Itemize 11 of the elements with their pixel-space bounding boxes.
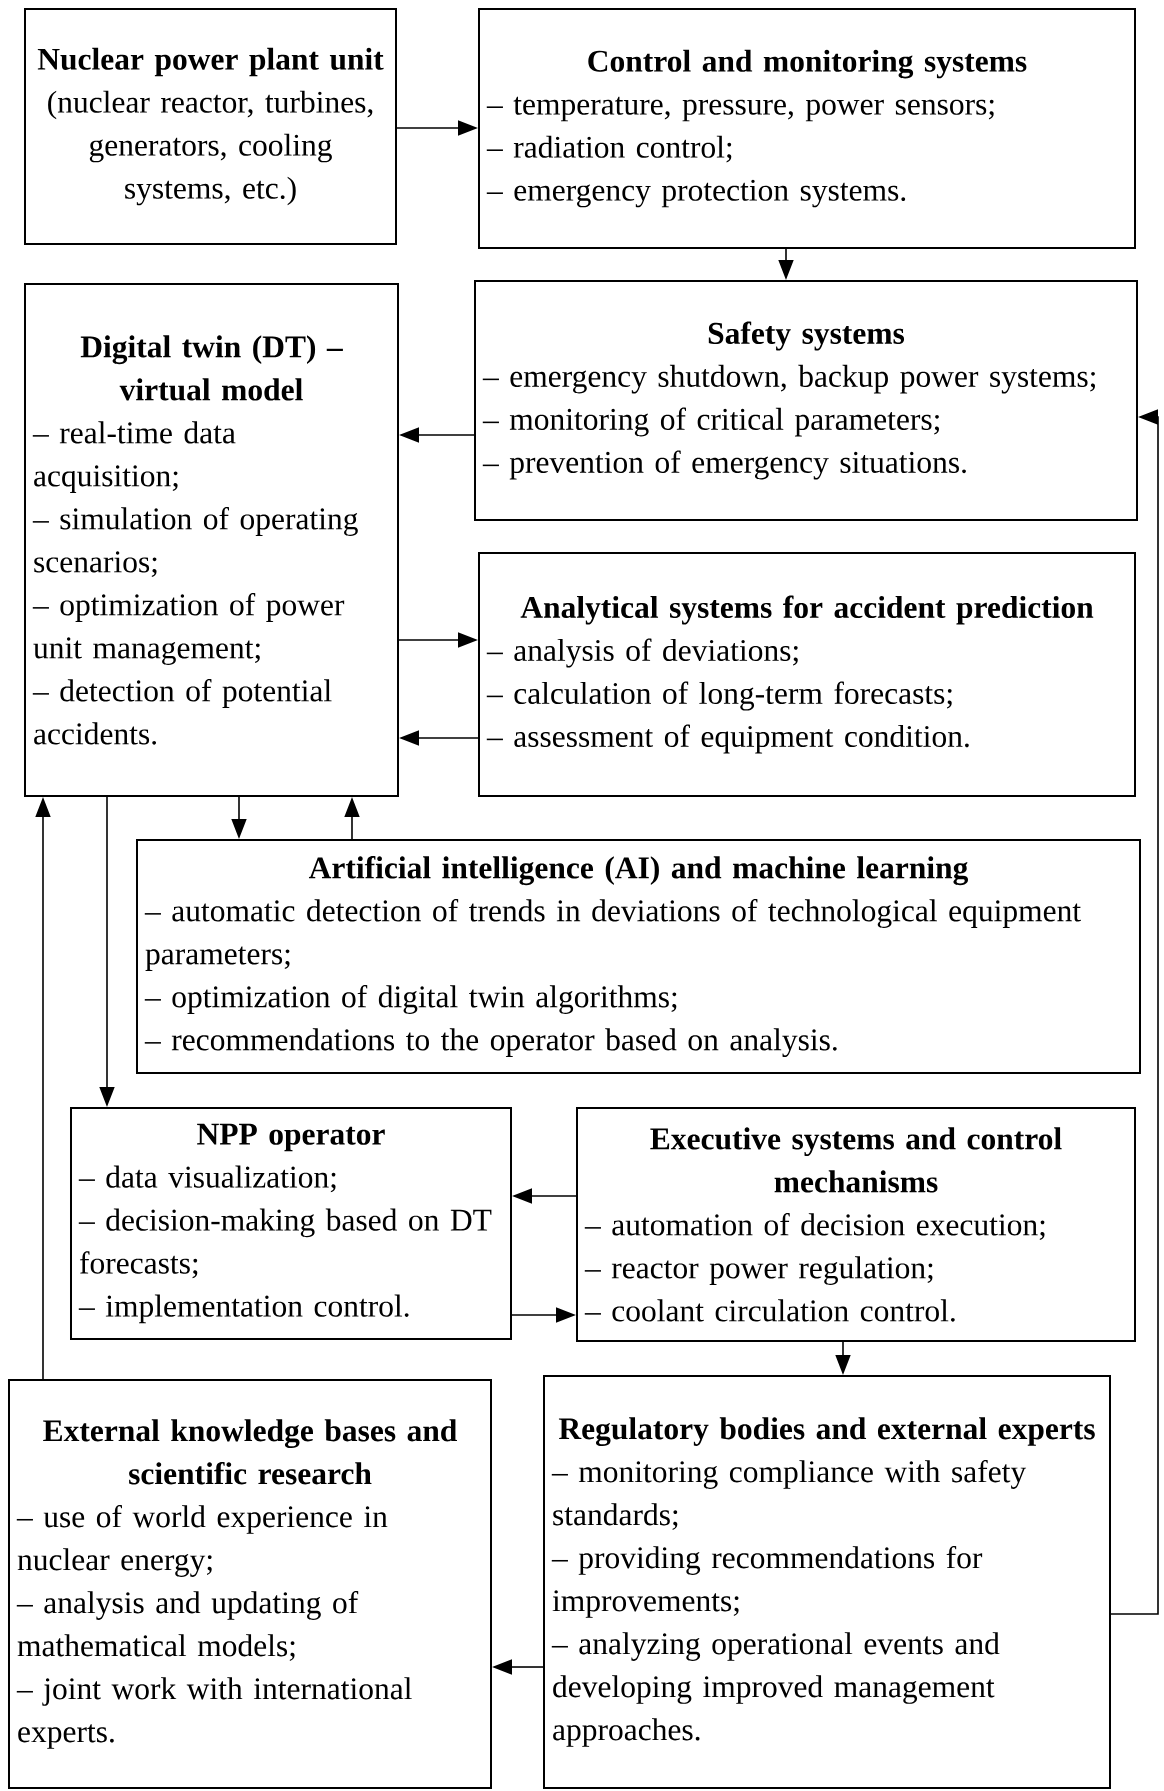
text-box: Safety systems – emergency shutdown, backup power systems; – monitoring of critical parameters; – prevention of emergency situations. bbox=[474, 280, 1138, 521]
text-box: Executive systems and control mechanisms – automation of decision execution; – reactor power regulation; – coolant circulation control. bbox=[576, 1107, 1136, 1342]
text-box: Artificial intelligence (AI) and machine learning – automatic detection of trends in deviations of technological equipment parameters; – optimization of digital twin algorithms; – recommendations to the operator based on analysis. bbox=[136, 839, 1141, 1074]
text-box: Analytical systems for accident prediction – analysis of deviations; – calculation of long-term forecasts; – assessment of equipment condition. bbox=[478, 552, 1136, 797]
text-box: Nuclear power plant unit (nuclear reactor, turbines, generators, cooling systems, etc.) bbox=[24, 8, 397, 245]
text-box: Control and monitoring systems – temperature, pressure, power sensors; – radiation control; – emergency protection systems. bbox=[478, 8, 1136, 249]
arrow bbox=[1110, 409, 1159, 1615]
text-box: NPP operator – data visualization; – decision-making based on DT forecasts; – implementation control. bbox=[70, 1107, 512, 1340]
text-box: External knowledge bases and scientific research – use of world experience in nuclear energy; – analysis and updating of mathematical models; – joint work with international experts. bbox=[8, 1379, 492, 1789]
text-box: Digital twin (DT) – virtual model – real-time data acquisition; – simulation of operating scenarios; – optimization of power unit management; – detection of potential accidents. bbox=[24, 283, 399, 797]
text-box: Regulatory bodies and external experts – monitoring compliance with safety standards; – providing recommendations for improvements; – analyzing operational events and developing improved management approaches. bbox=[543, 1375, 1111, 1789]
